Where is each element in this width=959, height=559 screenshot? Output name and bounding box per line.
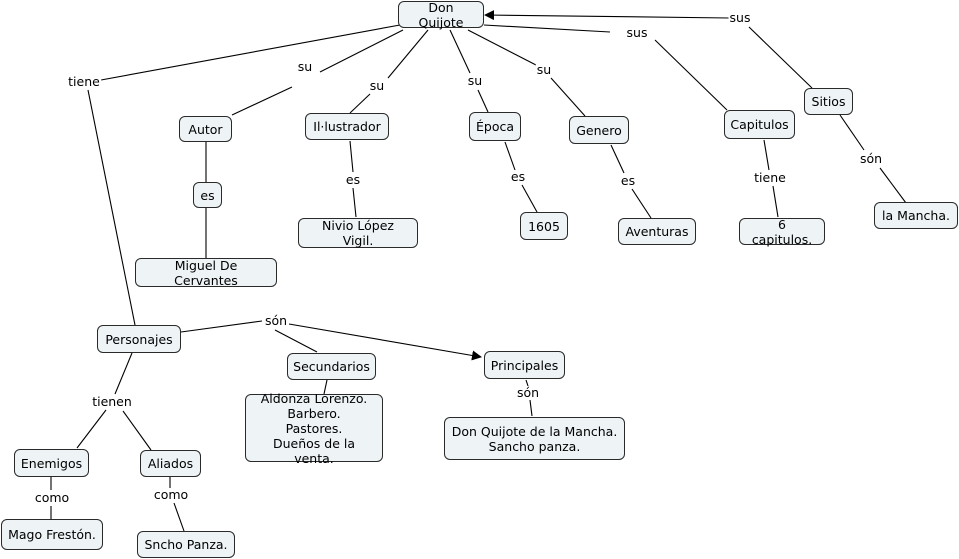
node-secundarios[interactable]: Secundarios bbox=[287, 353, 376, 380]
node-6-capitulos[interactable]: 6 capitulos. bbox=[739, 217, 825, 247]
link-label-su-epoca: su bbox=[466, 73, 484, 88]
node-ilustrador[interactable]: Il·lustrador bbox=[305, 113, 389, 140]
link-label-como-enemigos: como bbox=[33, 490, 71, 505]
node-mago-freston[interactable]: Mago Frestón. bbox=[1, 519, 103, 550]
link-label-su-ilustrador: su bbox=[368, 78, 386, 93]
node-capitulos[interactable]: Capitulos bbox=[724, 110, 795, 139]
node-aliados[interactable]: Aliados bbox=[140, 450, 201, 477]
link-label-es-ilustrador: es bbox=[344, 172, 362, 187]
link-label-son-sitios: són bbox=[858, 151, 884, 166]
node-genero[interactable]: Genero bbox=[569, 116, 629, 144]
node-don-quijote[interactable]: Don Quijote bbox=[398, 0, 484, 30]
node-miguel-de-cervantes[interactable]: Miguel De Cervantes bbox=[135, 258, 277, 288]
link-label-tienen: tienen bbox=[91, 394, 133, 409]
node-1605[interactable]: 1605 bbox=[520, 212, 568, 240]
link-label-son-personajes: són bbox=[263, 313, 289, 328]
link-label-son-principales: són bbox=[515, 385, 541, 400]
link-label-su-autor: su bbox=[296, 59, 314, 74]
node-personajes[interactable]: Personajes bbox=[97, 325, 181, 353]
node-es-autor[interactable]: es bbox=[193, 182, 222, 208]
node-autor[interactable]: Autor bbox=[179, 116, 232, 142]
link-label-sus-sitios: sus bbox=[728, 10, 752, 25]
node-sncho-panza[interactable]: Sncho Panza. bbox=[137, 531, 235, 558]
link-label-es-genero: es bbox=[619, 173, 637, 188]
node-enemigos[interactable]: Enemigos bbox=[14, 449, 89, 477]
node-epoca[interactable]: Época bbox=[469, 112, 521, 141]
link-label-tiene-capitulos: tiene bbox=[753, 170, 787, 185]
link-label-sus-capitulos: sus bbox=[625, 25, 649, 40]
node-sitios[interactable]: Sitios bbox=[804, 88, 853, 115]
node-la-mancha[interactable]: la Mancha. bbox=[874, 202, 958, 229]
link-label-como-aliados: como bbox=[152, 487, 190, 502]
node-principales[interactable]: Principales bbox=[484, 351, 565, 379]
link-label-su-genero: su bbox=[535, 62, 553, 77]
link-label-tiene: tiene bbox=[67, 74, 101, 89]
node-secundarios-list[interactable]: Aldonza Lorenzo. Barbero. Pastores. Dueñ… bbox=[245, 391, 383, 466]
node-nivio-lopez-vigil[interactable]: Nivio López Vigil. bbox=[298, 218, 418, 248]
node-aventuras[interactable]: Aventuras bbox=[618, 218, 696, 245]
node-principales-list[interactable]: Don Quijote de la Mancha. Sancho panza. bbox=[444, 417, 625, 460]
link-label-es-epoca: es bbox=[509, 169, 527, 184]
